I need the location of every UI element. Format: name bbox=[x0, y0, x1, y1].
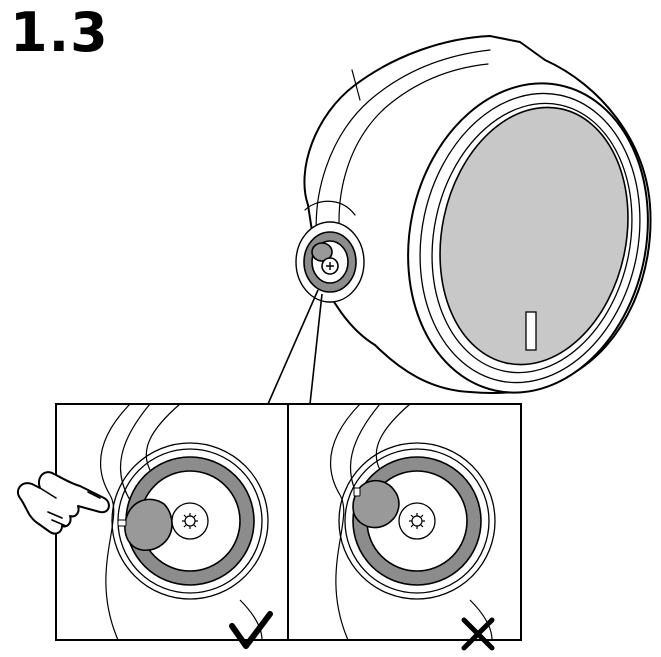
screw-icon bbox=[409, 513, 425, 529]
pointing-hand-icon bbox=[16, 471, 110, 535]
screw-icon bbox=[182, 513, 198, 529]
screw-icon bbox=[321, 257, 339, 275]
device-screw-mount bbox=[295, 221, 365, 303]
cross-icon bbox=[461, 617, 495, 651]
panel-incorrect bbox=[329, 403, 496, 651]
step-number: 1.3 bbox=[10, 1, 109, 64]
device-lens bbox=[439, 106, 629, 366]
checkmark-icon bbox=[229, 611, 273, 649]
panel-correct bbox=[16, 403, 273, 649]
callout-lines bbox=[267, 289, 323, 405]
